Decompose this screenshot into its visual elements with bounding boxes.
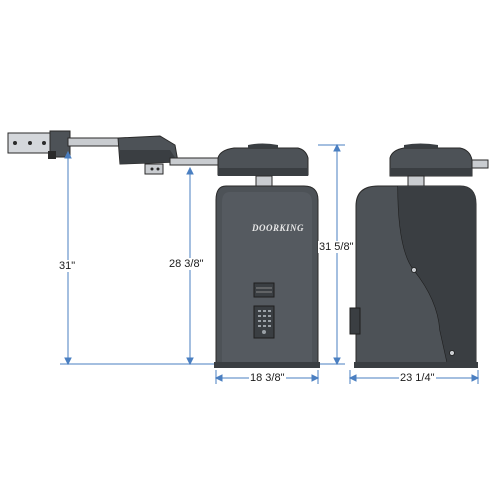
side-shaft (471, 159, 489, 169)
dim-label-total-height: 31 5/8" (318, 241, 355, 253)
front-cap-band (218, 168, 308, 176)
arm-assembly (7, 130, 226, 175)
dim-arrow-icon (64, 150, 72, 159)
operator-front-view (214, 143, 320, 368)
pivot-bolt-icon (150, 167, 154, 171)
side-rear-panel (398, 186, 476, 366)
side-bracket (349, 307, 361, 335)
arm-bar-first (67, 137, 124, 147)
side-motor-cap-top (404, 143, 438, 148)
arm-elbow-shadow (120, 150, 178, 164)
arm-clamp-nut (48, 151, 56, 159)
front-motor-cap-top (248, 143, 278, 148)
front-neck (255, 175, 273, 187)
dim-arrow-icon (333, 357, 341, 366)
dim-label-arm-height: 31" (58, 260, 77, 272)
side-base (354, 362, 478, 368)
side-screw-icon (411, 267, 417, 273)
dim-label-side-depth: 23 1/4" (399, 372, 436, 384)
dim-arrow-icon (311, 374, 320, 382)
side-screw-icon (449, 350, 455, 356)
dim-arrow-icon (348, 374, 357, 382)
bracket-bolt-icon (13, 141, 17, 145)
bracket-bolt-icon (42, 141, 46, 145)
dim-arrow-icon (214, 374, 223, 382)
front-base (214, 362, 320, 368)
dim-label-front-width: 18 3/8" (249, 372, 286, 384)
keypad-lock-icon (262, 330, 266, 334)
brand-logo: DOORKING (252, 223, 305, 233)
front-handle (253, 282, 275, 298)
dim-arrow-icon (471, 374, 480, 382)
dim-arrow-icon (186, 357, 194, 366)
dim-label-arm-height-side: 28 3/8" (168, 258, 205, 270)
dim-arrow-icon (333, 143, 341, 152)
side-cap-band (390, 168, 472, 176)
arm-bar-second (169, 157, 226, 166)
bracket-bolt-icon (28, 141, 32, 145)
side-neck (407, 175, 425, 187)
dim-arrow-icon (186, 166, 194, 175)
arm-pivot-pin (144, 163, 164, 175)
operator-side-view (349, 143, 489, 368)
keypad-keys-icon (258, 310, 271, 327)
dim-arrow-icon (64, 357, 72, 366)
front-cabinet-panel (222, 192, 312, 362)
pivot-bolt-icon (156, 167, 160, 171)
